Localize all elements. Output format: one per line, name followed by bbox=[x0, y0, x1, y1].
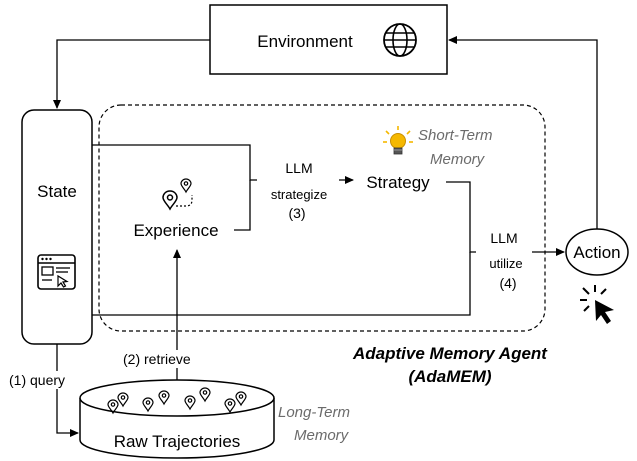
strategize-label: strategize bbox=[271, 187, 327, 202]
edge-state-to-action bbox=[92, 252, 471, 316]
lightbulb-icon bbox=[383, 126, 413, 155]
action-node: Action bbox=[565, 228, 629, 276]
long-term-memory-line2: Memory bbox=[294, 427, 350, 444]
short-term-memory-line2: Memory bbox=[430, 151, 486, 168]
utilize-label: utilize bbox=[489, 256, 522, 271]
edge-action-to-environment bbox=[448, 36, 598, 229]
short-term-memory-line1: Short-Term bbox=[418, 127, 492, 144]
experience-label: Experience bbox=[133, 221, 218, 240]
edge-experience-to-strategy bbox=[234, 180, 251, 231]
utilize-llm-label: LLM bbox=[490, 230, 517, 246]
raw-trajectories-label: Raw Trajectories bbox=[114, 432, 241, 451]
strategize-step-label: (3) bbox=[288, 205, 305, 221]
experience-node: Experience bbox=[133, 178, 219, 240]
agent-boundary bbox=[98, 104, 546, 332]
strategy-label: Strategy bbox=[366, 173, 430, 192]
globe-icon bbox=[383, 23, 417, 57]
browser-window-icon bbox=[37, 254, 76, 290]
environment-node: Environment bbox=[209, 4, 448, 75]
strategize-llm-label: LLM bbox=[285, 160, 312, 176]
raw-trajectories-node: Raw Trajectories bbox=[79, 379, 275, 459]
environment-label: Environment bbox=[257, 32, 353, 51]
utilize-step-label: (4) bbox=[499, 275, 516, 291]
edge-environment-to-state bbox=[53, 39, 210, 109]
strategy-node: Strategy bbox=[366, 173, 430, 192]
state-node: State bbox=[21, 109, 93, 345]
mouse-click-icon bbox=[580, 285, 614, 324]
long-term-memory-line1: Long-Term bbox=[278, 404, 350, 421]
action-label: Action bbox=[573, 243, 620, 262]
agent-name-line2: (AdaMEM) bbox=[408, 367, 491, 386]
query-label: (1) query bbox=[9, 372, 65, 388]
state-label: State bbox=[37, 182, 77, 201]
map-pins-icon bbox=[162, 178, 193, 210]
agent-name-line1: Adaptive Memory Agent bbox=[352, 344, 548, 363]
retrieve-label: (2) retrieve bbox=[123, 351, 191, 367]
